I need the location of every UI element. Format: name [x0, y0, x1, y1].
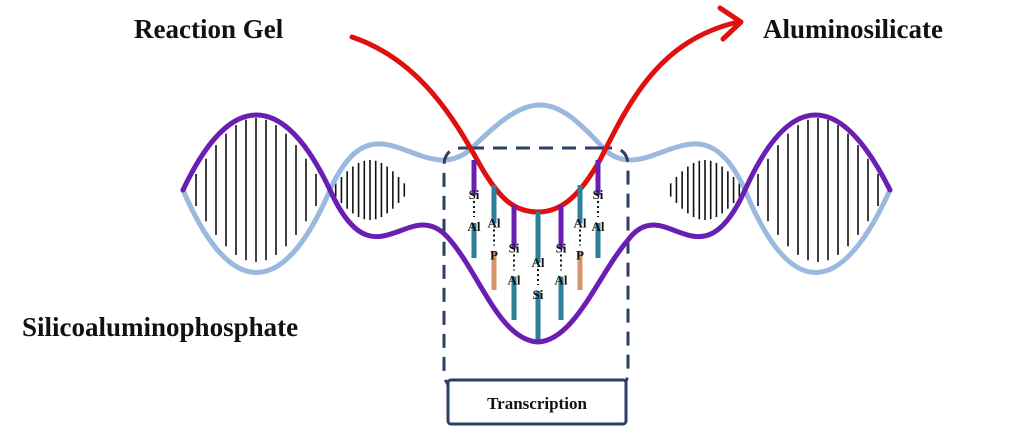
- arrowhead-icon: [717, 5, 744, 42]
- aluminosilicate-label: Aluminosilicate: [763, 14, 943, 44]
- atom-label-top: Al: [574, 216, 587, 231]
- atom-label-top: Si: [509, 241, 520, 256]
- atom-label-bottom: Al: [555, 273, 568, 288]
- atom-label-bottom: Al: [468, 219, 481, 234]
- reaction-arrow: [349, 19, 741, 215]
- atom-label-bottom: Al: [508, 273, 521, 288]
- atom-label-bottom: P: [490, 248, 498, 263]
- base-pair-segments: [471, 160, 601, 342]
- atom-label-bottom: Si: [533, 287, 544, 302]
- reaction-gel-label: Reaction Gel: [134, 14, 284, 44]
- silicoaluminophosphate-label: Silicoaluminophosphate: [22, 312, 298, 342]
- transcription-label: Transcription: [487, 394, 587, 413]
- transcription-box: [446, 378, 628, 426]
- light-blue-strand: [180, 102, 893, 275]
- atom-label-top: Si: [593, 187, 604, 202]
- atom-label-top: Al: [488, 216, 501, 231]
- atom-label-top: Si: [556, 241, 567, 256]
- atom-label-bottom: Al: [592, 219, 605, 234]
- purple-strand: [180, 112, 893, 345]
- atom-label-top: Si: [469, 187, 480, 202]
- helix-rungs: [195, 118, 879, 262]
- atom-label-top: Al: [532, 255, 545, 270]
- atom-label-bottom: P: [576, 248, 584, 263]
